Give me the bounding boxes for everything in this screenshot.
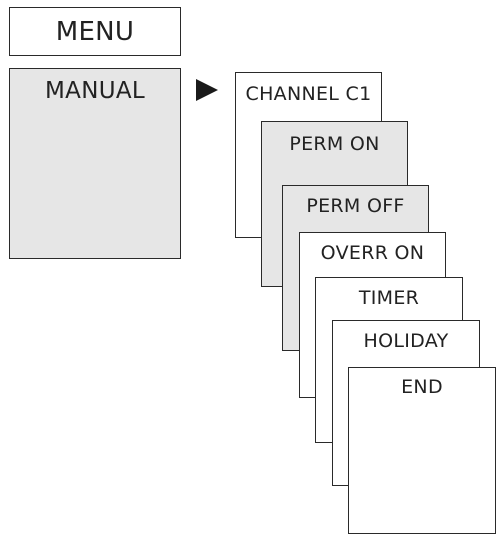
arrow-right-icon (196, 79, 218, 101)
submenu-card-label: PERM ON (289, 133, 380, 155)
manual-label: MANUAL (45, 78, 145, 104)
menu-header-box: MENU (9, 7, 181, 56)
submenu-card-label: CHANNEL C1 (245, 83, 372, 105)
submenu-card-label: END (401, 376, 443, 398)
submenu-card-end[interactable]: END (348, 367, 496, 534)
manual-menu-item[interactable]: MANUAL (9, 68, 181, 259)
submenu-card-label: PERM OFF (306, 195, 405, 217)
submenu-card-label: HOLIDAY (363, 330, 449, 352)
menu-title: MENU (55, 17, 135, 47)
submenu-card-label: TIMER (358, 287, 420, 309)
submenu-card-label: OVERR ON (320, 242, 425, 264)
